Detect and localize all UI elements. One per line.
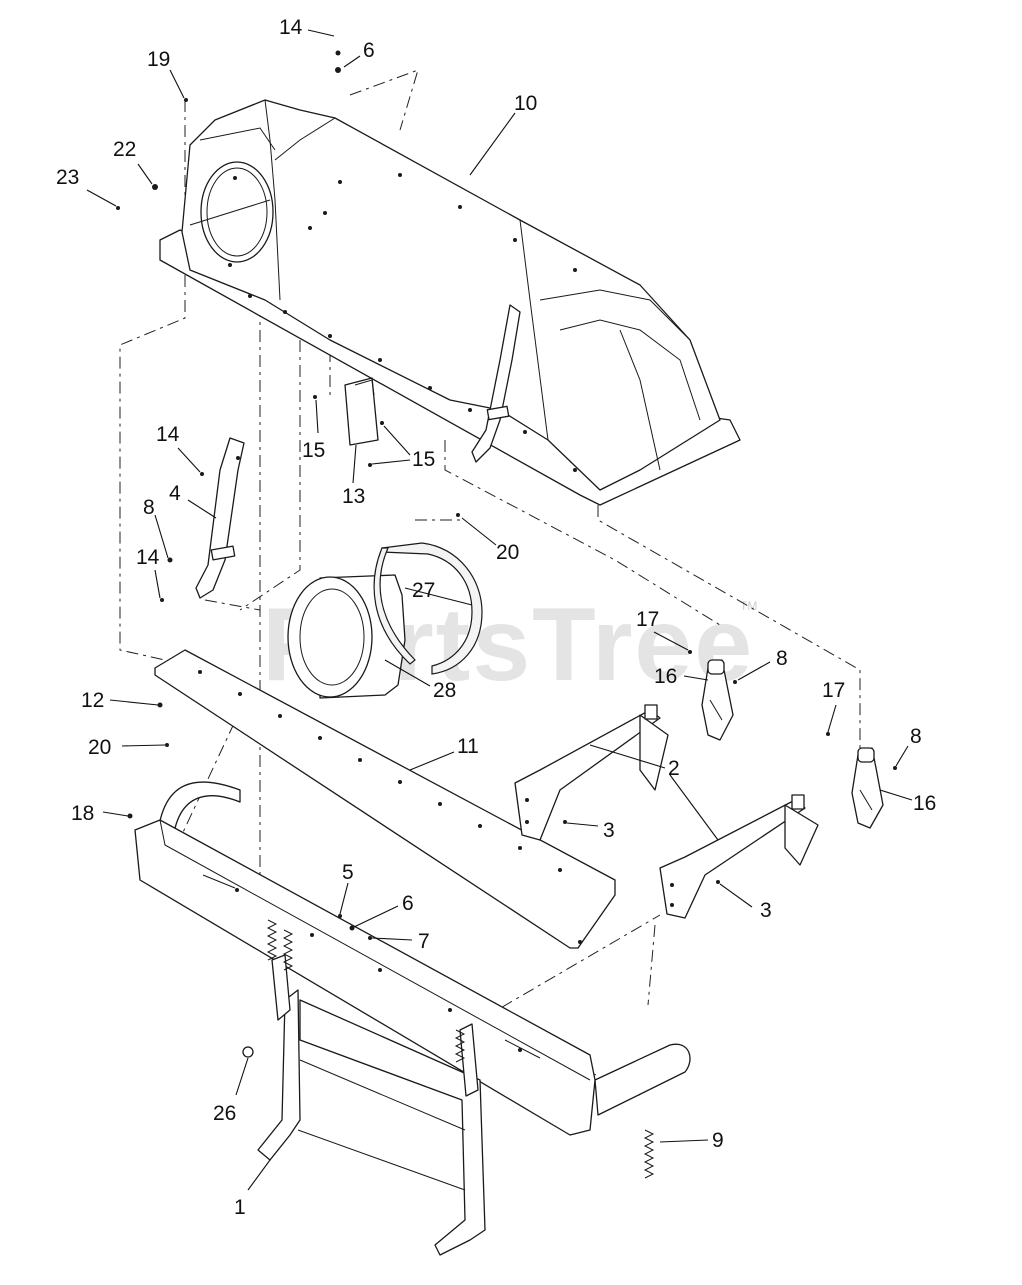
- callout-19: 19: [147, 48, 170, 71]
- callout-7: 7: [418, 930, 430, 953]
- deflector-bracket-part: [344, 377, 379, 446]
- callout-27: 27: [412, 579, 435, 602]
- callout-12: 12: [81, 689, 104, 712]
- callout-6-lower: 6: [402, 892, 414, 915]
- adapter-ring-part: [287, 574, 406, 699]
- hood-cover-part: [159, 99, 741, 506]
- callout-22: 22: [113, 138, 136, 161]
- callout-8-lower: 8: [910, 725, 922, 748]
- support-arm-right-part: [659, 794, 819, 919]
- callout-labels: 14 6 19 10 22 23 15 15 13 14 4 8 14 20 2…: [56, 16, 936, 1219]
- hardware-dots: [116, 50, 897, 940]
- latch-lower-part: [851, 747, 884, 829]
- side-bracket-left-part: [195, 437, 245, 599]
- callout-23: 23: [56, 166, 79, 189]
- clamp-band-part: [373, 542, 483, 675]
- stand-frame-part: [257, 954, 486, 1256]
- callout-1: 1: [234, 1196, 246, 1219]
- callout-3-lower: 3: [760, 899, 772, 922]
- bumper-frame-part: [134, 781, 691, 1136]
- callout-6: 6: [363, 39, 375, 62]
- callout-15-left: 15: [302, 439, 325, 462]
- callout-2: 2: [668, 757, 680, 780]
- callout-8-left: 8: [143, 496, 155, 519]
- alignment-lines: [119, 69, 861, 1096]
- callout-14-lower: 14: [136, 546, 160, 569]
- callout-13: 13: [342, 485, 365, 508]
- support-arm-left-part: [514, 704, 669, 841]
- callout-17-lower: 17: [822, 679, 845, 702]
- latch-upper-part: [701, 659, 734, 741]
- callout-3-upper: 3: [603, 819, 615, 842]
- callout-17-upper: 17: [636, 608, 659, 631]
- mounting-plate-part: [154, 649, 616, 949]
- callout-10: 10: [514, 92, 537, 115]
- knob-part: [242, 1046, 254, 1058]
- callout-18: 18: [71, 802, 94, 825]
- callout-15-right: 15: [412, 448, 435, 471]
- callout-8-upper: 8: [776, 647, 788, 670]
- callout-16-lower: 16: [913, 792, 936, 815]
- callout-4: 4: [169, 482, 181, 505]
- leader-lines: [86, 29, 913, 1191]
- callout-16-upper: 16: [654, 665, 677, 688]
- callout-20-lower: 20: [88, 736, 111, 759]
- callout-9: 9: [712, 1129, 724, 1152]
- callout-11: 11: [457, 735, 479, 758]
- callout-14: 14: [279, 16, 303, 39]
- callout-20-upper: 20: [496, 541, 519, 564]
- callout-5: 5: [342, 861, 354, 884]
- side-bracket-right-part: [471, 304, 521, 463]
- callout-28: 28: [433, 679, 456, 702]
- tension-springs: [266, 919, 655, 1179]
- callout-14-bracket: 14: [156, 423, 180, 446]
- callout-26: 26: [213, 1102, 236, 1125]
- watermark-trademark: TM: [740, 599, 757, 613]
